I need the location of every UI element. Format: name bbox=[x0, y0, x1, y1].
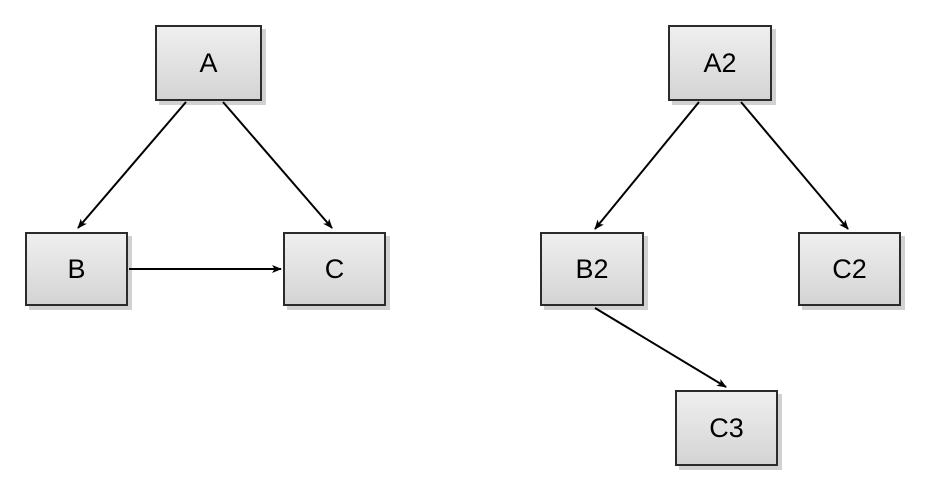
node-a2[interactable]: A2 bbox=[668, 25, 772, 101]
node-c2[interactable]: C2 bbox=[798, 232, 901, 306]
node-label: C2 bbox=[832, 253, 867, 284]
edge-a2-b2[interactable] bbox=[594, 101, 700, 230]
edge-a2-c2[interactable] bbox=[740, 101, 849, 230]
node-a[interactable]: A bbox=[155, 25, 262, 101]
node-c[interactable]: C bbox=[283, 232, 386, 306]
edges-group bbox=[77, 101, 849, 388]
edge-a-b[interactable] bbox=[77, 101, 187, 229]
node-label: A bbox=[199, 47, 218, 78]
node-b2[interactable]: B2 bbox=[540, 232, 644, 306]
edge-b2-c3[interactable] bbox=[594, 307, 727, 388]
node-c3[interactable]: C3 bbox=[675, 390, 778, 466]
node-label: B bbox=[67, 253, 86, 284]
node-b[interactable]: B bbox=[25, 232, 128, 306]
node-label: A2 bbox=[703, 47, 737, 78]
node-label: C3 bbox=[709, 412, 744, 443]
edge-a-c[interactable] bbox=[222, 101, 333, 229]
node-label: B2 bbox=[575, 253, 609, 284]
node-label: C bbox=[324, 253, 345, 284]
